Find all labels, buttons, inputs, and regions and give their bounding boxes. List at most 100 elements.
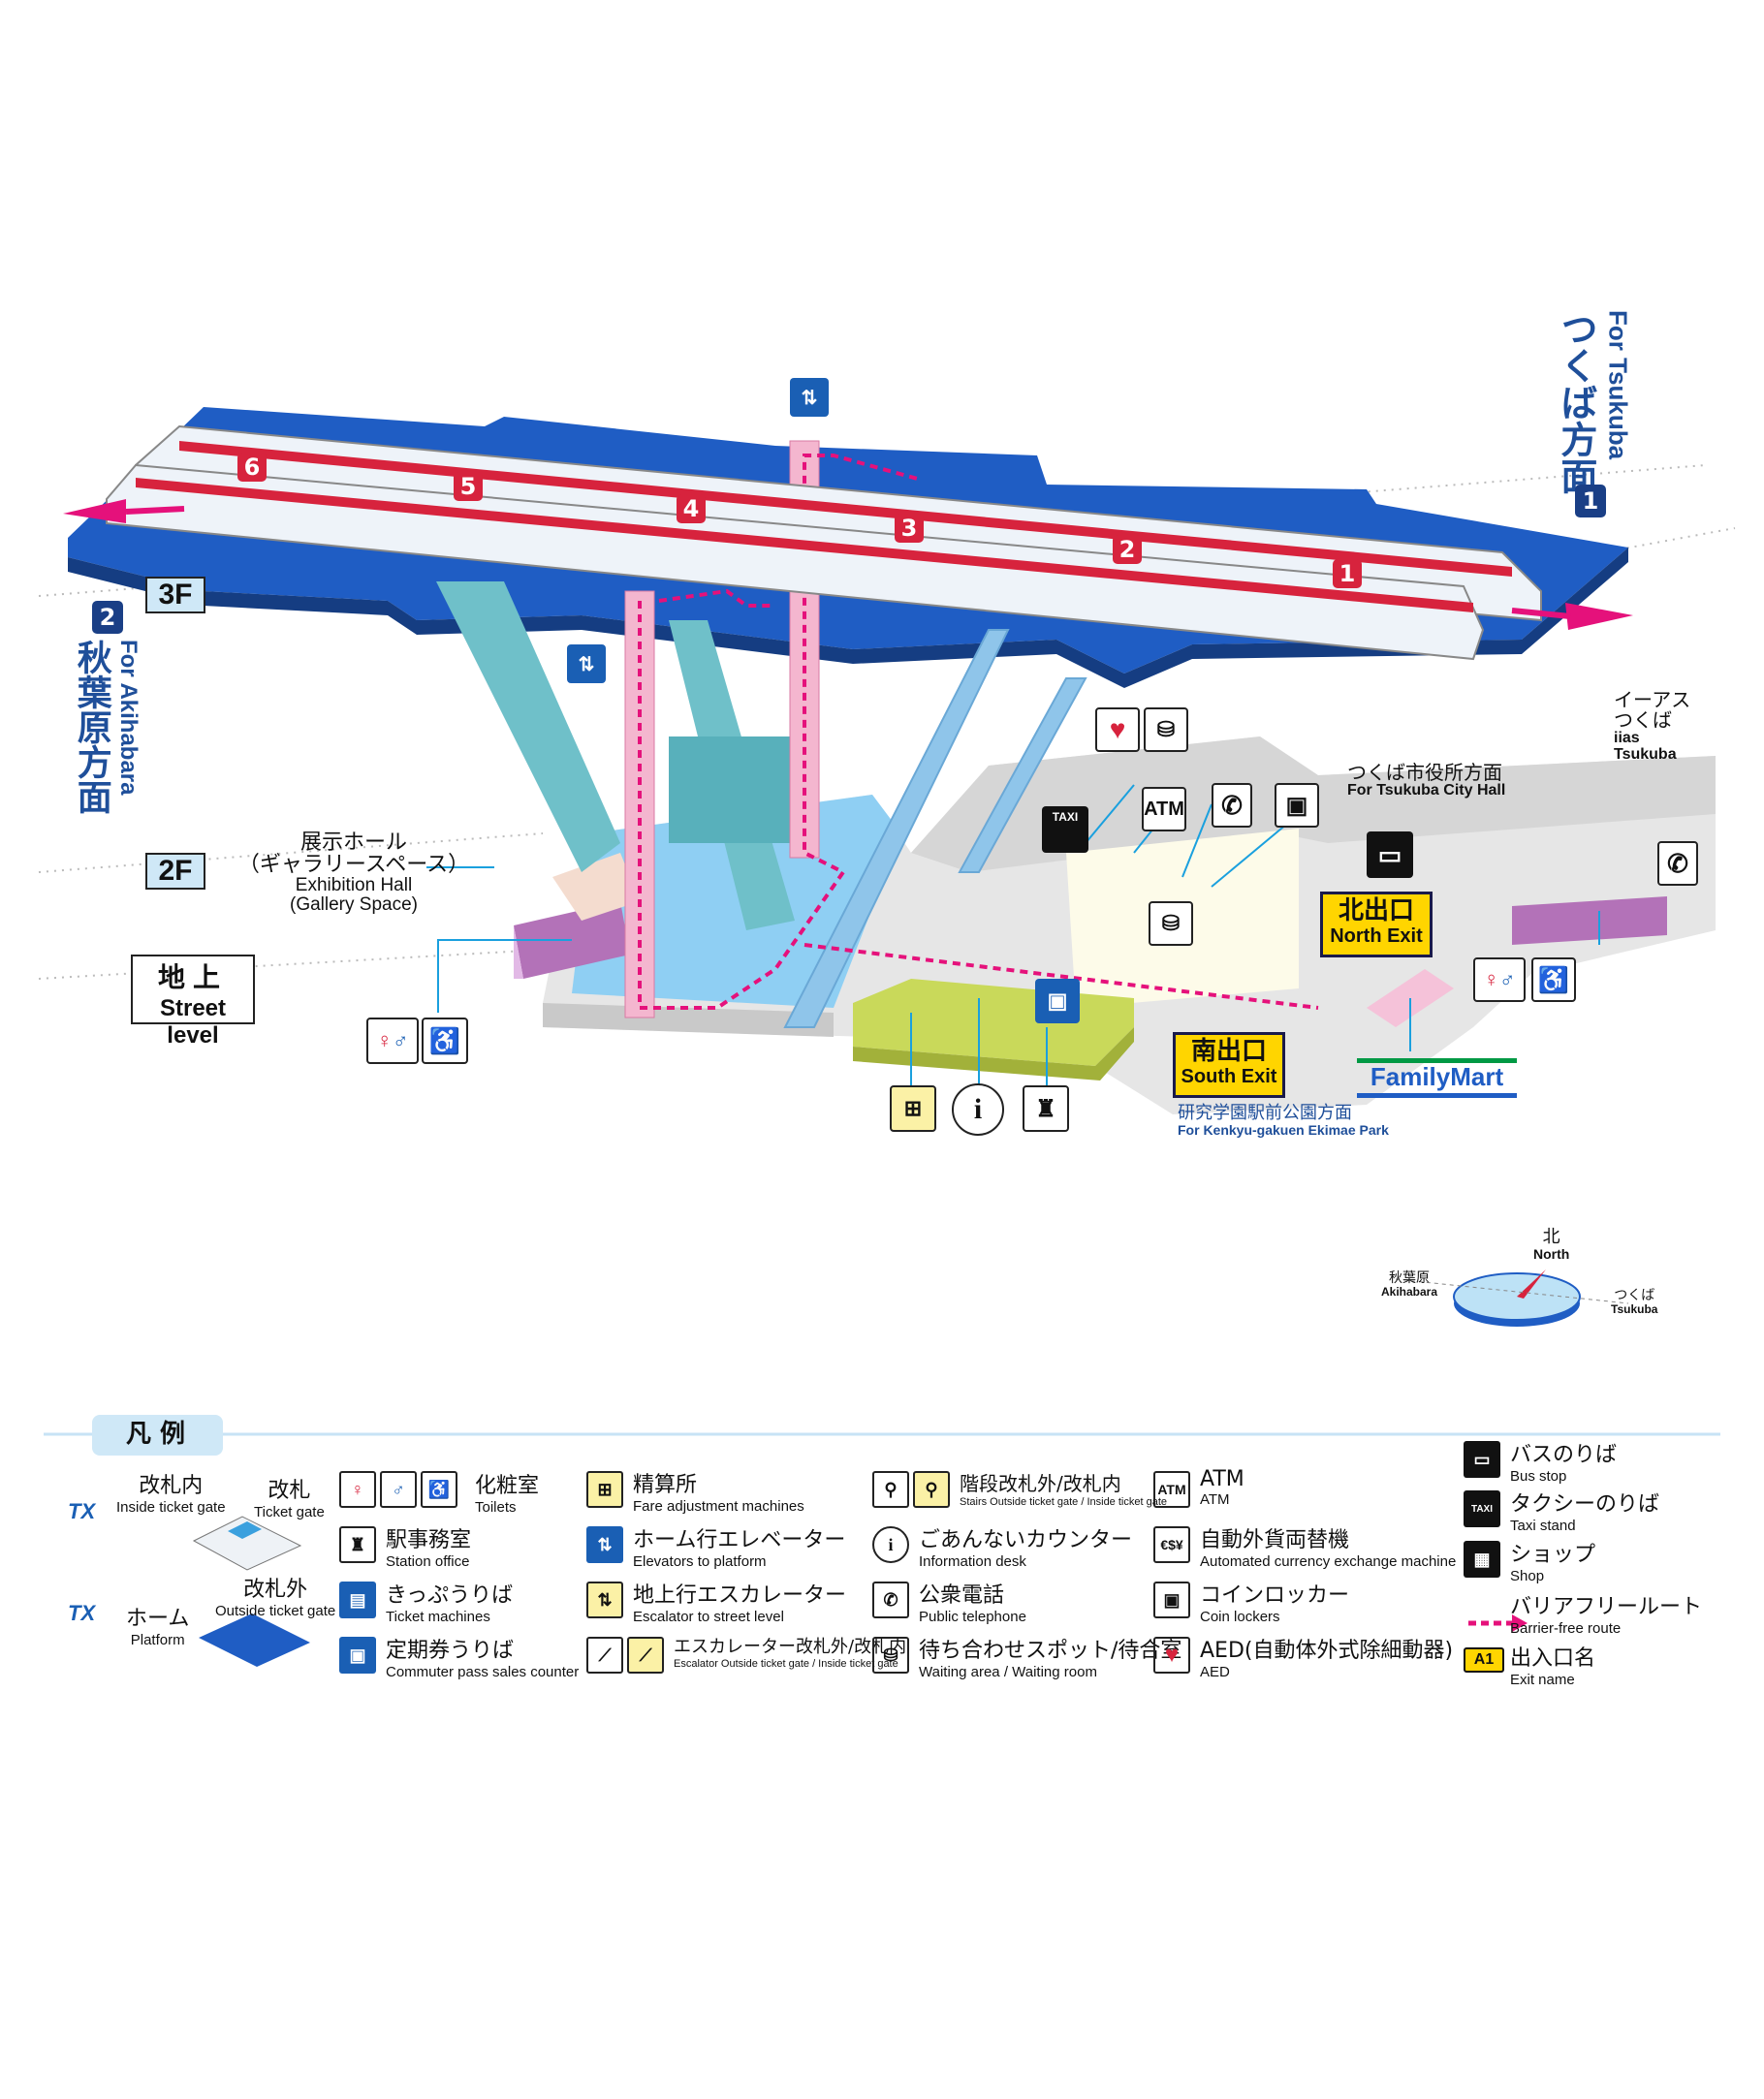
legend-item-jp: 地上行エスカレーター bbox=[633, 1583, 847, 1608]
legend-item-jp: 出入口名 bbox=[1510, 1646, 1596, 1671]
legend-item-en: Bus stop bbox=[1510, 1468, 1567, 1485]
toilet-icon: ♀♂ bbox=[1473, 957, 1526, 1002]
legend-inside-gate-jp: 改札内 bbox=[139, 1474, 204, 1498]
direction-akihabara: 秋葉原方面 For Akihabara bbox=[71, 640, 160, 833]
floor-street-jp: 地上 bbox=[157, 962, 228, 992]
bus-stop-icon: ▭ bbox=[1367, 831, 1413, 878]
legend-atm-icon: ATM bbox=[1153, 1471, 1190, 1508]
legend-item-jp: 化粧室 bbox=[475, 1474, 540, 1498]
iias-direction: イーアス つくば iias Tsukuba bbox=[1614, 690, 1690, 764]
legend-telephone-icon: ✆ bbox=[872, 1582, 909, 1618]
legend-item-toilets: 化粧室 Toilets bbox=[475, 1468, 539, 1516]
legend-outside-gate-jp: 改札外 bbox=[243, 1578, 308, 1602]
legend-item-atm: ATM ATM bbox=[1200, 1467, 1244, 1508]
legend-item-jp: 精算所 bbox=[633, 1473, 698, 1497]
compass bbox=[1395, 1269, 1629, 1327]
legend-item-jp: AED(自動体外式除細動器) bbox=[1200, 1639, 1454, 1663]
legend-item-station-office: 駅事務室 Station office bbox=[386, 1522, 471, 1570]
legend-item-en: Automated currency exchange machine bbox=[1200, 1553, 1457, 1570]
legend-item-en: Toilets bbox=[475, 1499, 517, 1516]
legend-item-jp: バリアフリールート bbox=[1510, 1595, 1703, 1619]
direction-tsukuba-en: For Tsukuba bbox=[1603, 310, 1633, 460]
legend-gate-jp: 改札 bbox=[268, 1479, 311, 1503]
waiting-area-icon: ⛁ bbox=[1149, 901, 1193, 946]
floor-street-label: 地上 Street level bbox=[131, 955, 255, 1049]
park-en: For Kenkyu-gakuen Ekimae Park bbox=[1178, 1121, 1389, 1138]
park-jp: 研究学園駅前公園方面 bbox=[1178, 1103, 1352, 1123]
legend-tx-logo: TX bbox=[68, 1499, 96, 1523]
floor-2f-label: 2F bbox=[145, 853, 205, 890]
barrier-free-route bbox=[638, 454, 1319, 1010]
legend-waiting-area-icon: ⛁ bbox=[872, 1637, 909, 1674]
legend-toilet-icon-2: ♂ bbox=[380, 1471, 417, 1508]
legend-item-coin-lockers: コインロッカー Coin lockers bbox=[1200, 1578, 1349, 1625]
car-number-1: 1 bbox=[1333, 559, 1362, 588]
legend-title: 凡 例 bbox=[126, 1420, 186, 1449]
arrow-tsukuba bbox=[1565, 603, 1633, 630]
legend-item-en: Fare adjustment machines bbox=[633, 1498, 804, 1515]
legend-platform-en: Platform bbox=[130, 1632, 185, 1648]
legend-info-icon: i bbox=[872, 1526, 909, 1563]
exhibition-hall-label: 展示ホール （ギャラリースペース） Exhibition Hall (Galle… bbox=[228, 831, 480, 915]
legend-item-en: Waiting area / Waiting room bbox=[919, 1664, 1097, 1680]
legend-currency-exchange-icon: €$¥ bbox=[1153, 1526, 1190, 1563]
legend-item-jp: 公衆電話 bbox=[919, 1583, 1005, 1608]
wheelchair-icon: ♿ bbox=[1531, 957, 1576, 1002]
legend-item-jp: 駅事務室 bbox=[386, 1528, 472, 1552]
legend-shop-icon: ▦ bbox=[1464, 1541, 1500, 1578]
legend-item-jp: バスのりば bbox=[1510, 1443, 1618, 1467]
legend-inside-gate-en: Inside ticket gate bbox=[116, 1499, 226, 1516]
legend-item-jp: 待ち合わせスポット/待合室 bbox=[919, 1639, 1182, 1663]
legend-item-barrier-free: バリアフリールート Barrier-free route bbox=[1510, 1589, 1702, 1637]
taxi-icon: TAXI bbox=[1042, 806, 1088, 853]
stairs-3f-2f bbox=[436, 581, 795, 930]
compass-north: 北 North bbox=[1533, 1227, 1569, 1262]
car-number-3: 3 bbox=[895, 514, 924, 543]
legend-item-en: Ticket machines bbox=[386, 1609, 490, 1625]
north-exit-sign: 北出口 North Exit bbox=[1320, 892, 1433, 957]
legend-item-en: Taxi stand bbox=[1510, 1518, 1576, 1534]
legend-aed-icon: ♥ bbox=[1153, 1637, 1190, 1674]
legend-item-exit-name: 出入口名 Exit name bbox=[1510, 1641, 1595, 1688]
legend-exit-name-icon: A1 bbox=[1464, 1647, 1504, 1673]
legend-title-box bbox=[92, 1415, 223, 1456]
legend-item-shop: ショップ Shop bbox=[1510, 1537, 1595, 1584]
direction-akihabara-en: For Akihabara bbox=[115, 640, 142, 796]
floor-street-en: Street level bbox=[159, 995, 227, 1049]
legend-commuter-pass-icon: ▣ bbox=[339, 1637, 376, 1674]
track-1-badge: 1 bbox=[1575, 485, 1606, 517]
legend-stairs-outside-icon: ⚲ bbox=[872, 1471, 909, 1508]
compass-north-jp: 北 bbox=[1542, 1227, 1560, 1247]
compass-west: 秋葉原 Akihabara bbox=[1381, 1271, 1437, 1298]
south-exit-sign: 南出口 South Exit bbox=[1173, 1032, 1285, 1098]
legend-item-en: Exit name bbox=[1510, 1672, 1575, 1688]
car-number-5: 5 bbox=[454, 472, 483, 501]
wheelchair-icon: ♿ bbox=[422, 1018, 468, 1064]
iias-jp: イーアス bbox=[1614, 688, 1691, 711]
legend-taxi-icon: TAXI bbox=[1464, 1490, 1500, 1527]
car-number-4: 4 bbox=[677, 494, 706, 523]
escalators bbox=[783, 629, 1087, 1028]
track-2-badge: 2 bbox=[92, 601, 123, 634]
north-exit-jp: 北出口 bbox=[1338, 895, 1414, 924]
legend-item-en: Station office bbox=[386, 1553, 470, 1570]
legend-item-en: Escalator Outside ticket gate / Inside t… bbox=[674, 1658, 898, 1670]
aed-icon: ♥ bbox=[1095, 707, 1140, 752]
compass-east-jp: つくば bbox=[1614, 1288, 1655, 1303]
legend-item-waiting-area: 待ち合わせスポット/待合室 Waiting area / Waiting roo… bbox=[919, 1633, 1181, 1680]
legend-item-jp: 自動外貨両替機 bbox=[1200, 1528, 1350, 1552]
arrow-akihabara bbox=[63, 499, 126, 523]
legend-item-jp: コインロッカー bbox=[1200, 1583, 1350, 1608]
car-number-2: 2 bbox=[1113, 535, 1142, 564]
iias-en: iias bbox=[1614, 730, 1640, 746]
legend-item-jp: 階段改札外/改札内 bbox=[960, 1472, 1121, 1495]
south-exit-jp: 南出口 bbox=[1190, 1036, 1267, 1065]
commuter-pass-icon: ▣ bbox=[1035, 979, 1080, 1023]
legend-item-elevators: ホーム行エレベーター Elevators to platform bbox=[633, 1522, 845, 1570]
legend-escalator-inside-icon: ⟋ bbox=[627, 1637, 664, 1674]
legend-item-jp: ホーム行エレベーター bbox=[633, 1528, 846, 1552]
direction-akihabara-jp: 秋葉原方面 bbox=[71, 640, 111, 814]
legend-inside-gate: 改札内 Inside ticket gate bbox=[116, 1468, 226, 1516]
